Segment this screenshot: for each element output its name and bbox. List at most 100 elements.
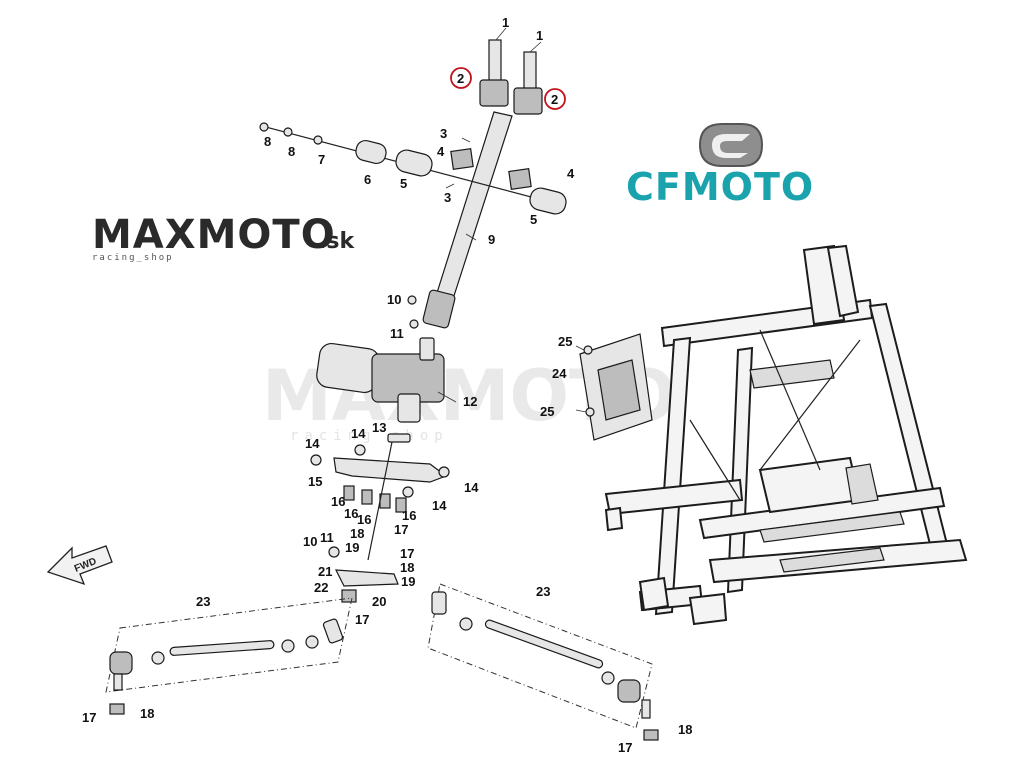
callout-c25a: 25: [558, 334, 572, 349]
callout-label: 24: [552, 366, 567, 381]
callout-c16a: 16: [331, 494, 345, 509]
bushing-part-5-left: [395, 149, 433, 177]
callout-label: 7: [318, 152, 325, 167]
callout-c18b: 18: [400, 560, 414, 575]
callout-label: 22: [314, 580, 328, 595]
steering-assembly: [259, 39, 567, 603]
bolt-part-14b: [438, 466, 450, 478]
callout-c18c: 18: [140, 706, 154, 721]
universal-joint: [422, 289, 456, 329]
lower-column-line: [367, 441, 393, 561]
callout-label: 18: [350, 526, 364, 541]
callout-c8b: 8: [288, 144, 295, 159]
callout-highlight-ring: [450, 67, 472, 89]
callout-label: 17: [394, 522, 408, 537]
tie-rod-left-part-23: [105, 597, 353, 715]
nut-part-11b: [328, 546, 340, 558]
callout-c14c: 14: [464, 480, 479, 495]
callout-c14b: 14: [351, 426, 366, 441]
callout-label: 15: [308, 474, 322, 489]
washer-part-8a: [259, 122, 269, 132]
callout-c23a: 23: [196, 594, 210, 609]
callout-c13: 13: [372, 420, 386, 435]
callout-c2a: 2: [450, 67, 472, 89]
callout-c20: 20: [372, 594, 386, 609]
callout-label: 19: [345, 540, 359, 555]
bolt-part-14c: [402, 486, 414, 498]
callout-c5a: 5: [400, 176, 407, 191]
callout-c17b: 17: [400, 546, 414, 561]
callout-label: 17: [355, 612, 369, 627]
cfmoto-emblem-icon: [698, 123, 764, 167]
callout-label: 4: [437, 144, 445, 159]
callout-c11a: 11: [390, 326, 404, 341]
mount-part-16d: [395, 497, 407, 513]
bolt-part-14a: [310, 454, 322, 466]
bolt-part-14d: [354, 444, 366, 456]
callout-label: 1: [536, 28, 543, 43]
callout-c4b: 4: [567, 166, 575, 181]
callout-label: 11: [320, 530, 334, 545]
callout-label: 16: [331, 494, 345, 509]
fwd-arrow-icon: FWD: [46, 545, 113, 586]
callout-c1a: 1: [502, 15, 509, 30]
callout-label: 9: [488, 232, 495, 247]
bushing-part-6: [355, 139, 387, 165]
callout-label: 17: [400, 546, 414, 561]
callout-c4a: 4: [437, 144, 445, 159]
maxmoto-logo-sub: racing_shop: [92, 253, 174, 263]
callout-c9: 9: [488, 232, 495, 247]
callout-c12: 12: [463, 394, 477, 409]
callout-label: 12: [463, 394, 477, 409]
maxmoto-logo: MAXMOTO .sk racing_shop: [92, 212, 355, 263]
ecu-part-24: [579, 333, 653, 441]
callout-label: 5: [530, 212, 537, 227]
callout-c16d: 16: [402, 508, 416, 523]
callout-c16c: 16: [357, 512, 371, 527]
callout-label: 8: [288, 144, 295, 159]
bolt-part-25b: [585, 407, 595, 417]
callout-c7: 7: [318, 152, 325, 167]
washer-part-8b: [283, 127, 293, 137]
callout-c19b: 19: [401, 574, 415, 589]
callout-label: 3: [444, 190, 451, 205]
clamp-part-2-right: [513, 87, 543, 115]
callout-label: 17: [82, 710, 96, 725]
callout-c22: 22: [314, 580, 328, 595]
callout-c3b: 3: [444, 190, 451, 205]
callout-c17a: 17: [394, 522, 408, 537]
callout-label: 14: [351, 426, 366, 441]
callout-label: 14: [305, 436, 320, 451]
bolt-part-10a: [407, 295, 417, 305]
callout-c8a: 8: [264, 134, 271, 149]
callout-c3a: 3: [440, 126, 447, 141]
mount-part-16b: [361, 489, 373, 505]
callout-label: 2: [551, 92, 558, 107]
mount-part-16a: [343, 485, 355, 501]
nut-part-22: [341, 589, 357, 603]
callout-c5b: 5: [530, 212, 537, 227]
callout-label: 2: [457, 71, 464, 86]
callout-label: 8: [264, 134, 271, 149]
callout-label: 10: [387, 292, 401, 307]
callout-c24: 24: [552, 366, 567, 381]
bracket-part-15: [333, 457, 448, 483]
callout-c2b: 2: [544, 88, 566, 110]
block-part-4-left: [450, 148, 474, 170]
callout-label: 11: [390, 326, 404, 341]
callout-c1b: 1: [536, 28, 543, 43]
callout-label: 23: [536, 584, 550, 599]
callout-label: 1: [502, 15, 509, 30]
callout-label: 17: [618, 740, 632, 755]
cfmoto-logo-text: CFMOTO: [626, 165, 814, 209]
callout-label: 14: [432, 498, 447, 513]
tie-rod-right-outline: [427, 583, 653, 729]
callout-label: 5: [400, 176, 407, 191]
callout-label: 21: [318, 564, 332, 579]
steering-shaft-part-9: [435, 111, 513, 303]
callout-c14a: 14: [305, 436, 320, 451]
callout-label: 18: [140, 706, 154, 721]
callout-label: 19: [401, 574, 415, 589]
callout-label: 3: [440, 126, 447, 141]
eps-motor-part-12: [316, 337, 445, 423]
